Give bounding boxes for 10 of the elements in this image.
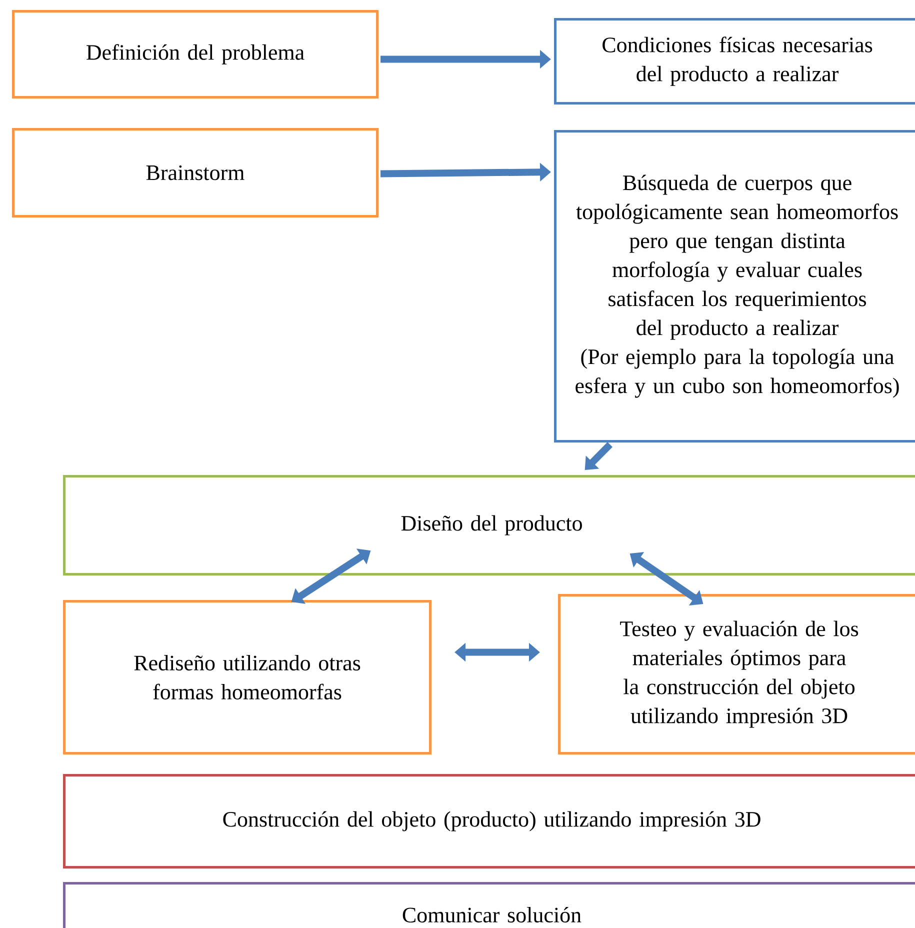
process-box: Construcción del objeto (producto) utilizando impresión 3D xyxy=(63,774,915,868)
process-box: Definición del problema xyxy=(12,10,378,98)
process-box: Diseño del producto xyxy=(63,475,915,576)
block-arrow xyxy=(584,442,612,470)
process-box: Rediseño utilizando otras formas homeomorfas xyxy=(63,600,432,754)
process-box: Condiciones físicas necesarias del producto a realizar xyxy=(554,18,915,104)
process-box: Comunicar solución xyxy=(63,882,915,928)
process-box: Búsqueda de cuerpos que topológicamente sean homeomorfos pero que tengan distinta morfología y evaluar cuales satisfacen los requerimientos del producto a realizar (Por ejemplo para la topología una esfera y un cubo son homeomorfos) xyxy=(554,130,915,442)
process-box: Brainstorm xyxy=(12,128,378,218)
process-box: Testeo y evaluación de los materiales óptimos para la construcción del objeto utilizando impresión 3D xyxy=(558,594,915,754)
